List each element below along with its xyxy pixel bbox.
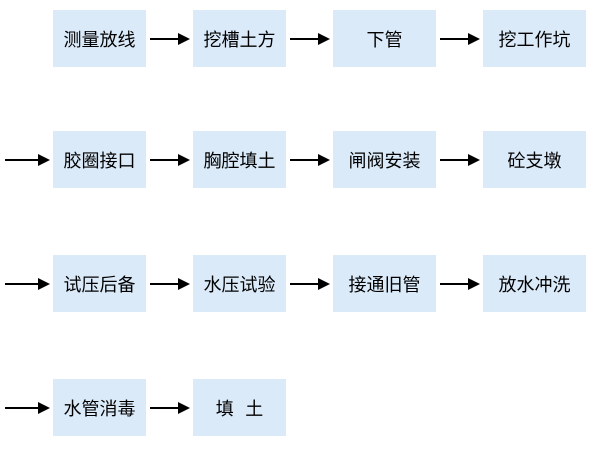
process-step: 挖工作坑 (483, 10, 586, 67)
flow-arrow (150, 32, 190, 45)
process-step: 水压试验 (193, 255, 286, 312)
flow-arrow (440, 153, 480, 166)
process-step: 水管消毒 (53, 379, 146, 436)
flow-arrow (290, 32, 330, 45)
process-step: 测量放线 (53, 10, 146, 67)
flow-arrow-continuation (5, 277, 50, 290)
flow-arrow (440, 277, 480, 290)
process-step: 闸阀安装 (333, 131, 436, 188)
process-step: 挖槽土方 (193, 10, 286, 67)
flow-arrow (290, 277, 330, 290)
flow-arrow (150, 153, 190, 166)
process-step: 胸腔填土 (193, 131, 286, 188)
flow-arrow (440, 32, 480, 45)
flow-arrow (150, 277, 190, 290)
process-step: 接通旧管 (333, 255, 436, 312)
process-step: 下管 (333, 10, 436, 67)
flow-arrow (150, 401, 190, 414)
process-step: 填 土 (193, 379, 286, 436)
flow-arrow-continuation (5, 153, 50, 166)
process-step: 胶圈接口 (53, 131, 146, 188)
flow-arrow-continuation (5, 401, 50, 414)
process-step: 砼支墩 (483, 131, 586, 188)
process-step: 试压后备 (53, 255, 146, 312)
flow-arrow (290, 153, 330, 166)
process-step: 放水冲洗 (483, 255, 586, 312)
